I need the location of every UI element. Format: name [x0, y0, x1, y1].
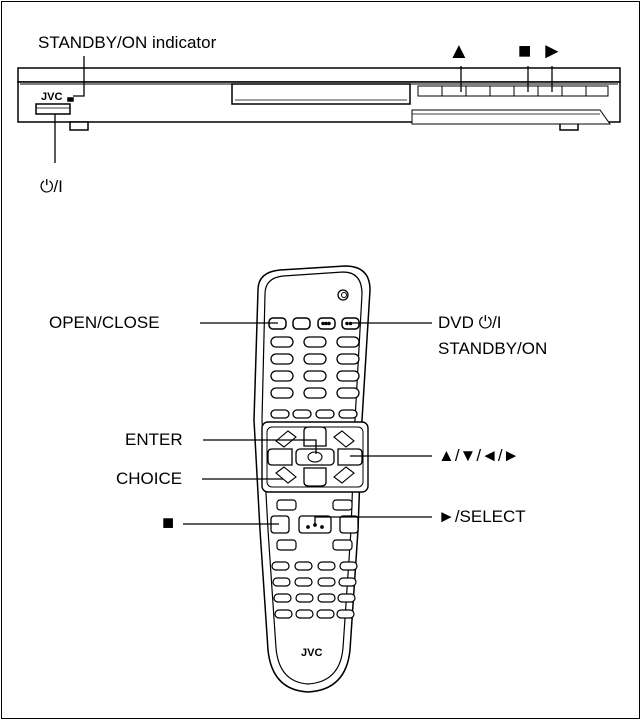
arrows-label: ▲/▼/◄/► — [438, 446, 520, 465]
play-select-label: ►/SELECT — [438, 507, 526, 526]
standby-on-label: STANDBY/ON — [438, 339, 548, 358]
open-close-label: OPEN/CLOSE — [49, 313, 160, 332]
stop-icon: ■ — [518, 38, 532, 63]
play-icon: ► — [541, 38, 563, 63]
enter-label: ENTER — [125, 430, 183, 449]
dvd-player — [17, 67, 621, 131]
remote-control — [253, 265, 371, 693]
power-label: ⏻/I — [40, 177, 63, 196]
callout-lines — [54, 56, 553, 526]
eject-icon: ▲ — [448, 38, 470, 63]
stop-remote-icon: ■ — [162, 512, 175, 534]
choice-label: CHOICE — [116, 469, 183, 488]
dvd-power-label: DVD ⏻/I — [438, 313, 502, 332]
standby-indicator-label: STANDBY/ON indicator — [38, 33, 217, 52]
player-brand-logo: JVC — [41, 91, 63, 103]
remote-brand-logo: JVC — [301, 647, 323, 659]
